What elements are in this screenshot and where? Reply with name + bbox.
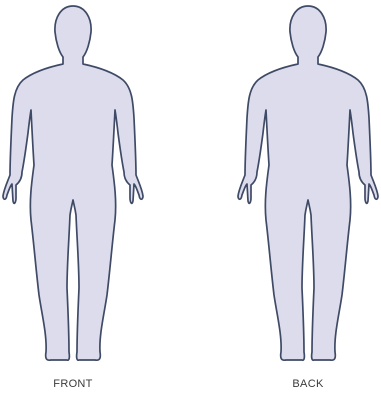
front-body-figure bbox=[3, 6, 143, 360]
back-label: BACK bbox=[292, 378, 323, 390]
back-body-figure bbox=[238, 6, 378, 360]
front-label: FRONT bbox=[53, 378, 92, 390]
